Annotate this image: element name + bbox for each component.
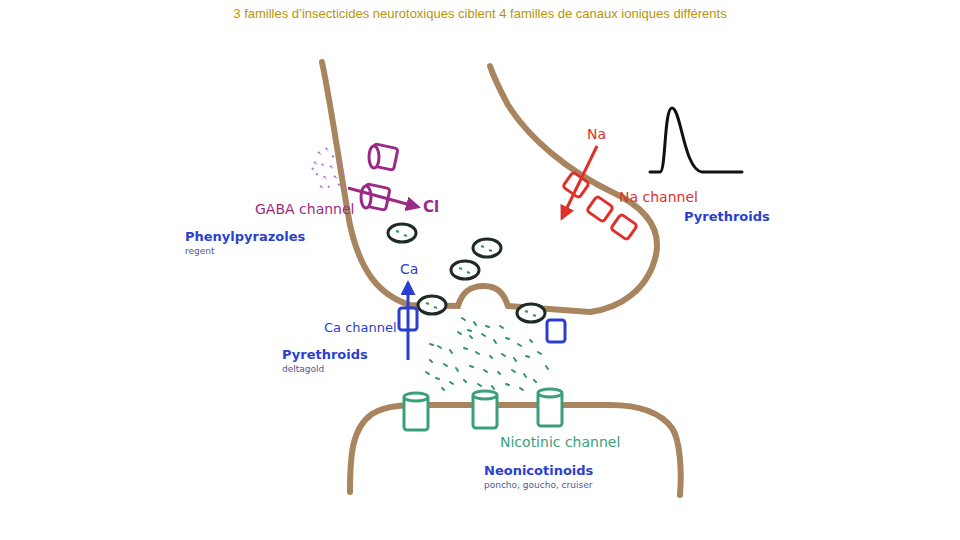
ion-label: Cl — [423, 199, 439, 216]
product-name: regent — [185, 247, 215, 257]
insecticide-family: Phenylpyrazoles — [185, 230, 305, 244]
postsynaptic-membrane — [350, 405, 681, 495]
vesicle-content — [396, 231, 536, 316]
sodium-arrow — [562, 146, 597, 218]
ion-label: Ca — [400, 262, 418, 277]
chloride-arrow — [348, 188, 418, 207]
presynaptic-membrane — [322, 62, 657, 312]
channel-label: Na channel — [619, 190, 698, 205]
channel-label: Nicotinic channel — [500, 435, 620, 450]
action-potential-trace — [650, 108, 742, 172]
channel-label: GABA channel — [255, 202, 354, 217]
nicotinic-channel — [404, 389, 562, 430]
channel-label: Ca channel — [324, 321, 397, 335]
product-name: deltagold — [282, 365, 324, 375]
insecticide-family: Pyrethroids — [684, 210, 770, 224]
calcium-channel — [399, 308, 565, 342]
page-title: 3 familles d’insecticides neurotoxiques … — [0, 6, 960, 21]
ion-label: Na — [587, 127, 606, 142]
insecticide-family: Neonicotinoids — [484, 464, 593, 478]
calcium-arrow — [407, 283, 410, 360]
product-name: poncho, goucho, cruiser — [484, 481, 592, 491]
sodium-channel — [563, 172, 638, 240]
neurotransmitter-dots — [426, 318, 548, 390]
gaba-ligand-dots — [312, 148, 344, 188]
insecticide-family: Pyrethroids — [282, 348, 368, 362]
